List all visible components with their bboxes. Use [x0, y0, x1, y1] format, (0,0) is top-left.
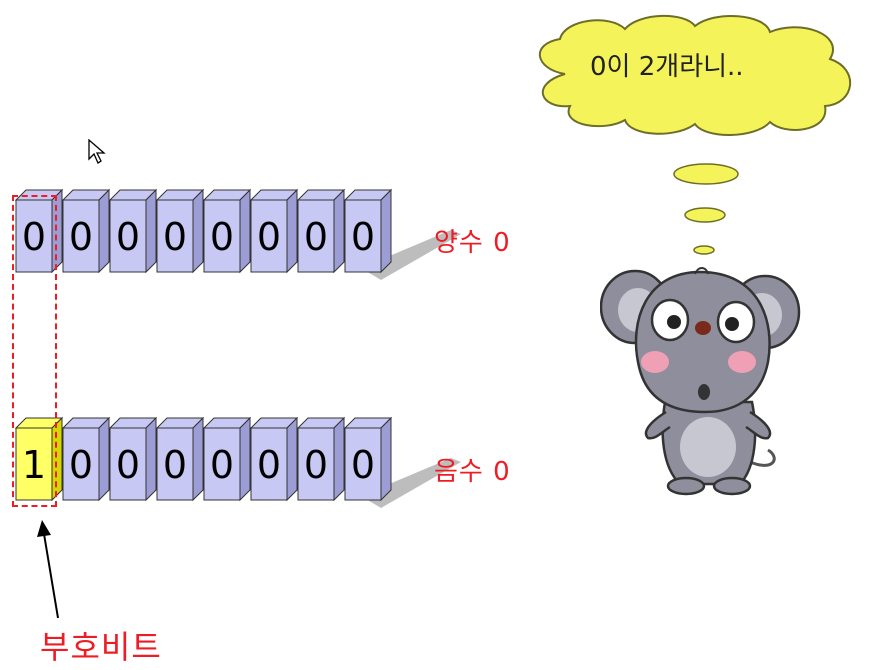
bit-value: 0 — [69, 443, 93, 487]
bit-block: 0 — [155, 188, 205, 274]
sign-bit-label: 부호비트 — [40, 628, 162, 666]
bit-block: 0 — [155, 416, 205, 502]
bit-block: 0 — [249, 188, 299, 274]
bit-block: 0 — [61, 416, 111, 502]
bit-value: 0 — [69, 215, 93, 259]
bit-value: 0 — [210, 215, 234, 259]
mouse-pointer-icon — [88, 139, 106, 164]
bit-value: 0 — [257, 443, 281, 487]
positive-zero-label: 양수 0 — [434, 228, 511, 258]
bit-block: 0 — [343, 188, 393, 274]
bit-block: 0 — [202, 188, 252, 274]
bit-block: 0 — [202, 416, 252, 502]
bit-value: 0 — [304, 443, 328, 487]
bit-block: 0 — [61, 188, 111, 274]
thought-cloud — [539, 14, 851, 136]
bit-block: 0 — [249, 416, 299, 502]
bit-value: 0 — [351, 215, 375, 259]
bit-value: 0 — [257, 215, 281, 259]
bit-value: 0 — [22, 215, 46, 259]
bit-value: 0 — [163, 443, 187, 487]
thought-text: 0이 2개라니.. — [590, 52, 744, 82]
bit-value: 0 — [304, 215, 328, 259]
sign-bit-block: 0 — [14, 188, 64, 274]
bit-value: 0 — [210, 443, 234, 487]
bit-block: 0 — [343, 416, 393, 502]
bit-value: 1 — [22, 443, 46, 487]
negative-zero-label: 음수 0 — [434, 457, 511, 487]
sign-bit-block: 1 — [14, 416, 64, 502]
sign-bit-arrow — [37, 520, 59, 619]
bit-block: 0 — [108, 188, 158, 274]
bit-value: 0 — [163, 215, 187, 259]
bit-value: 0 — [116, 443, 140, 487]
bit-block: 0 — [108, 416, 158, 502]
bit-value: 0 — [351, 443, 375, 487]
thought-bubble-trail — [673, 163, 739, 255]
bit-block: 0 — [296, 416, 346, 502]
bit-block: 0 — [296, 188, 346, 274]
sign-bit-highlight-box — [12, 195, 57, 507]
bit-value: 0 — [116, 215, 140, 259]
surprised-mouse-illustration — [600, 267, 801, 496]
